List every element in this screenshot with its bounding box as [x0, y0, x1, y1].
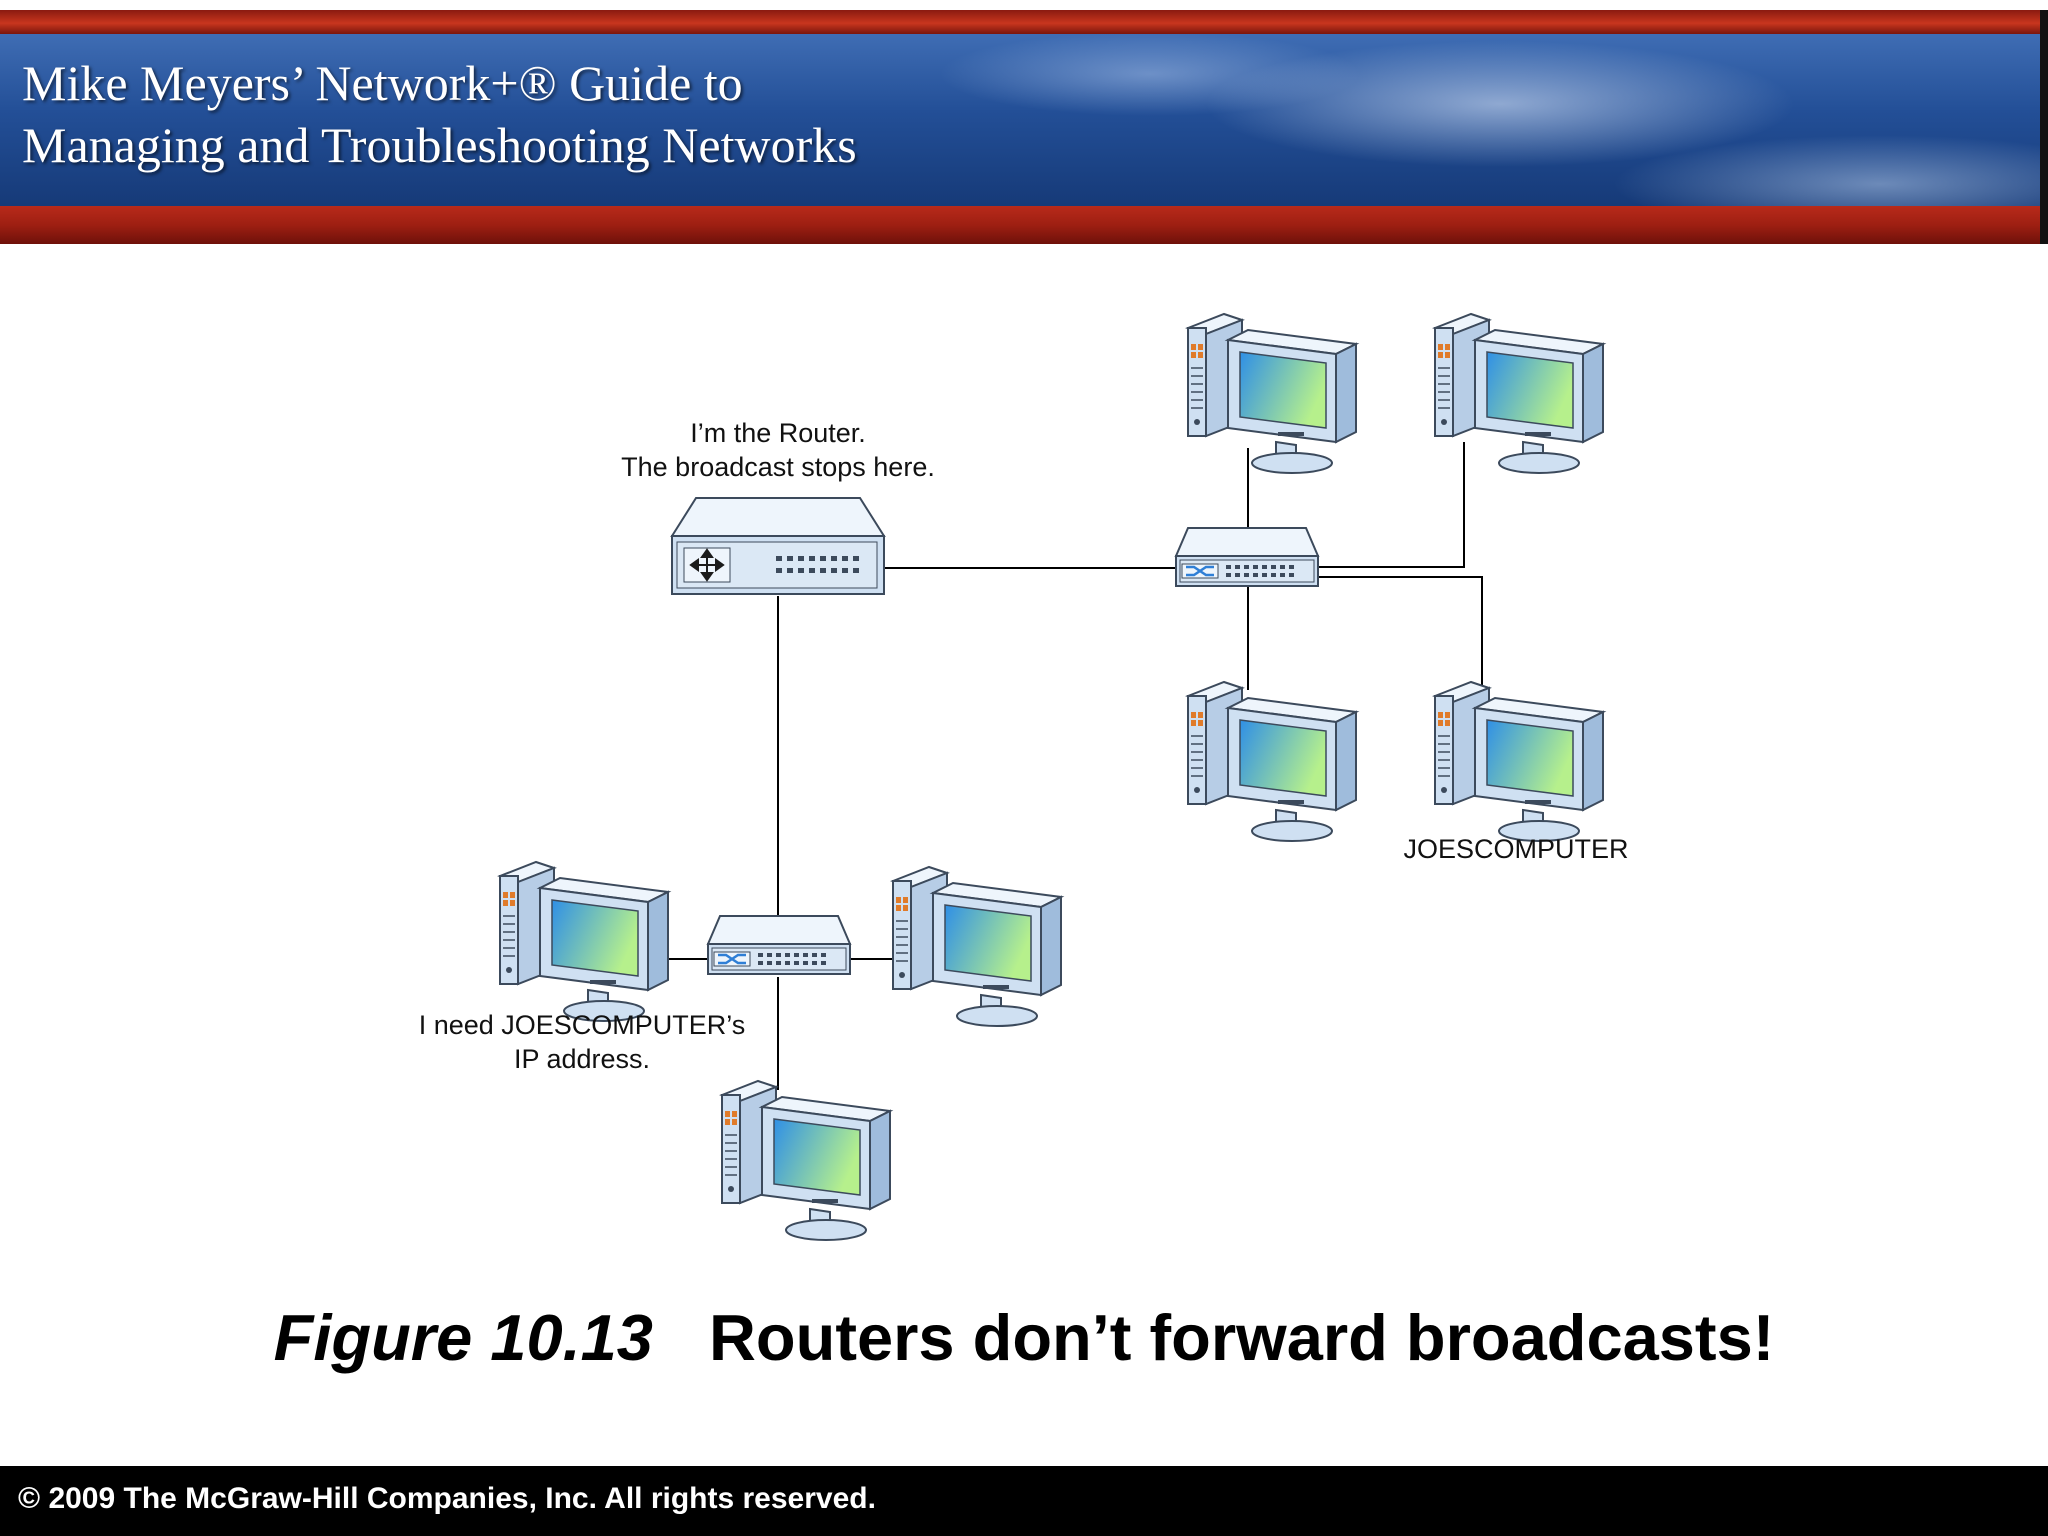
router-icon	[670, 497, 886, 595]
computer-icon	[892, 866, 1062, 1027]
switch-icon	[706, 914, 852, 976]
figure-caption: Figure 10.13 Routers don’t forward broadc…	[0, 1300, 2048, 1375]
header-title-line1: Mike Meyers’ Network+® Guide to	[22, 55, 743, 111]
header-banner: Mike Meyers’ Network+® Guide to Managing…	[0, 0, 2048, 250]
network-cables	[664, 442, 1483, 1090]
header-top-stripe	[0, 10, 2048, 34]
computer-icon	[1187, 313, 1357, 474]
computer-icon	[1434, 313, 1604, 474]
header-edge	[2040, 10, 2048, 244]
figure-number: Figure 10.13	[273, 1301, 653, 1374]
computer-icon	[721, 1080, 891, 1241]
router-label-line2: The broadcast stops here.	[621, 452, 935, 482]
requester-label: I need JOESCOMPUTER’s IP address.	[382, 1008, 782, 1076]
switch-icon	[1174, 526, 1320, 588]
computer-joescomputer-icon	[1434, 681, 1604, 842]
network-diagram: I’m the Router. The broadcast stops here…	[0, 250, 2048, 1250]
router-label: I’m the Router. The broadcast stops here…	[578, 416, 978, 484]
footer-bar: © 2009 The McGraw-Hill Companies, Inc. A…	[0, 1466, 2048, 1536]
requester-label-line1: I need JOESCOMPUTER’s	[418, 1010, 746, 1040]
computer-requester-icon	[499, 861, 669, 1022]
header-bottom-stripe	[0, 206, 2048, 244]
joescomputer-label-text: JOESCOMPUTER	[1403, 834, 1629, 864]
cable-switch-pc-top-right	[1318, 442, 1465, 568]
header-title-line2: Managing and Troubleshooting Networks	[22, 117, 857, 173]
network-diagram-svg	[499, 313, 1604, 1241]
cable-switch-joescomputer	[1318, 576, 1483, 690]
computer-icon	[1187, 681, 1357, 842]
joescomputer-label: JOESCOMPUTER	[1316, 832, 1716, 866]
copyright-text: © 2009 The McGraw-Hill Companies, Inc. A…	[18, 1482, 876, 1515]
router-label-line1: I’m the Router.	[690, 418, 866, 448]
header-title: Mike Meyers’ Network+® Guide to Managing…	[22, 52, 857, 176]
requester-label-line2: IP address.	[513, 1044, 651, 1074]
header-network-image	[0, 34, 2048, 206]
figure-title: Routers don’t forward broadcasts!	[708, 1301, 1775, 1374]
